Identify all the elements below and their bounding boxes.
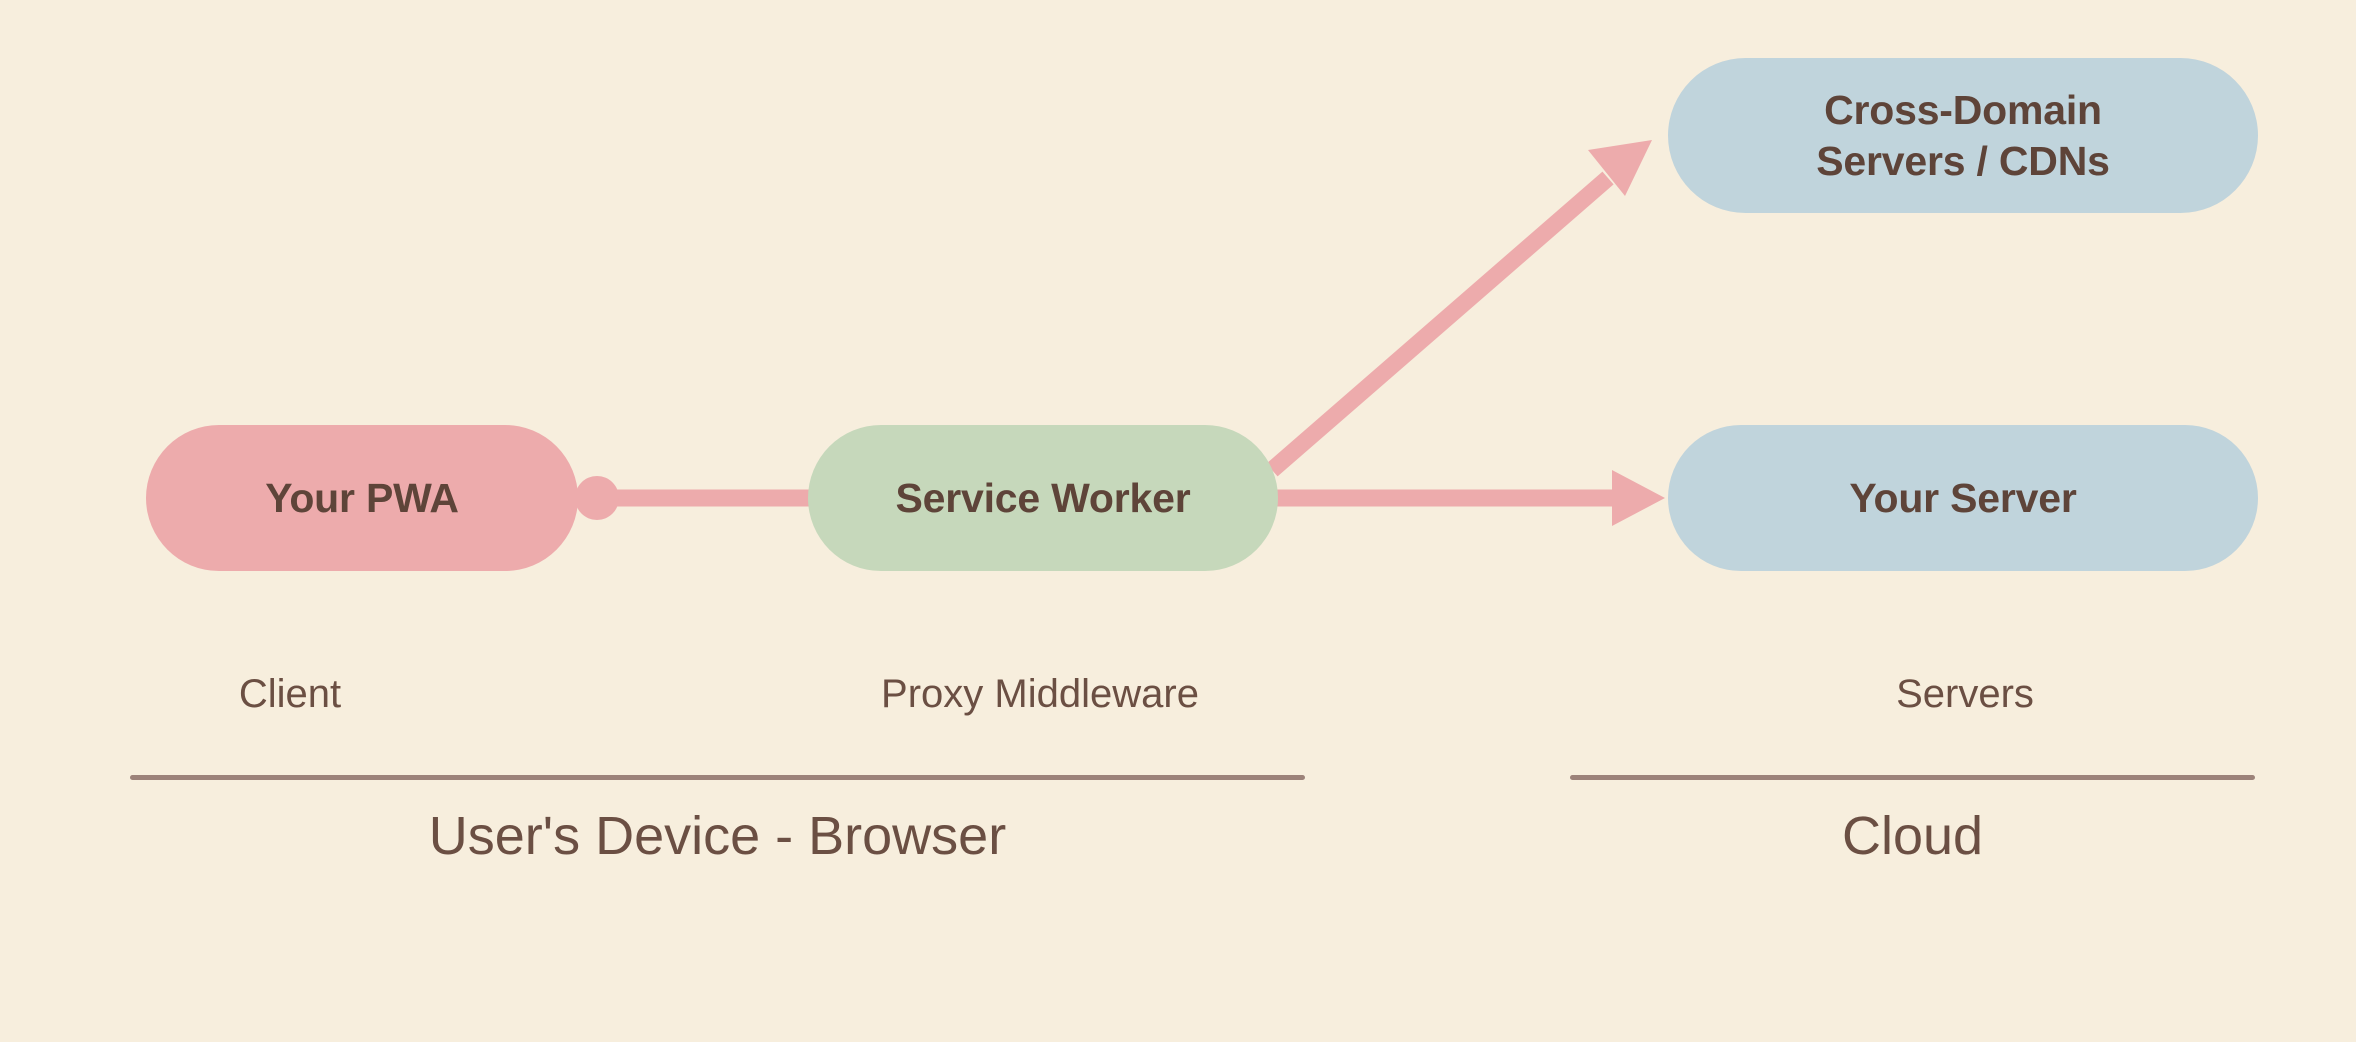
- node-your-server[interactable]: Your Server: [1668, 425, 2258, 571]
- node-cross-domain-servers[interactable]: Cross-Domain Servers / CDNs: [1668, 58, 2258, 213]
- edge-service-worker-to-cross-domain-servers: [1266, 140, 1652, 477]
- edge-pwa-to-service-worker: [575, 476, 812, 520]
- node-label: Your Server: [1849, 474, 2077, 521]
- node-your-pwa[interactable]: Your PWA: [146, 425, 578, 571]
- node-label: Service Worker: [895, 474, 1191, 521]
- node-label: Your PWA: [265, 474, 459, 521]
- group-title-cloud: Cloud: [1841, 806, 1984, 866]
- node-label: Cross-Domain Servers / CDNs: [1816, 87, 2110, 184]
- zone-label-proxy-middleware: Proxy Middleware: [881, 672, 1199, 716]
- arrowhead-icon: [1612, 470, 1665, 526]
- group-title-users-device-browser: User's Device - Browser: [428, 806, 1007, 866]
- arrowhead-icon: [1588, 140, 1652, 196]
- group-divider-device: [130, 775, 1305, 780]
- node-service-worker[interactable]: Service Worker: [808, 425, 1278, 571]
- zone-label-servers: Servers: [1896, 672, 2034, 716]
- zone-label-client: Client: [238, 672, 342, 716]
- edge-socket-dot: [575, 476, 619, 520]
- edge-service-worker-to-your-server: [1274, 470, 1665, 526]
- group-divider-cloud: [1570, 775, 2255, 780]
